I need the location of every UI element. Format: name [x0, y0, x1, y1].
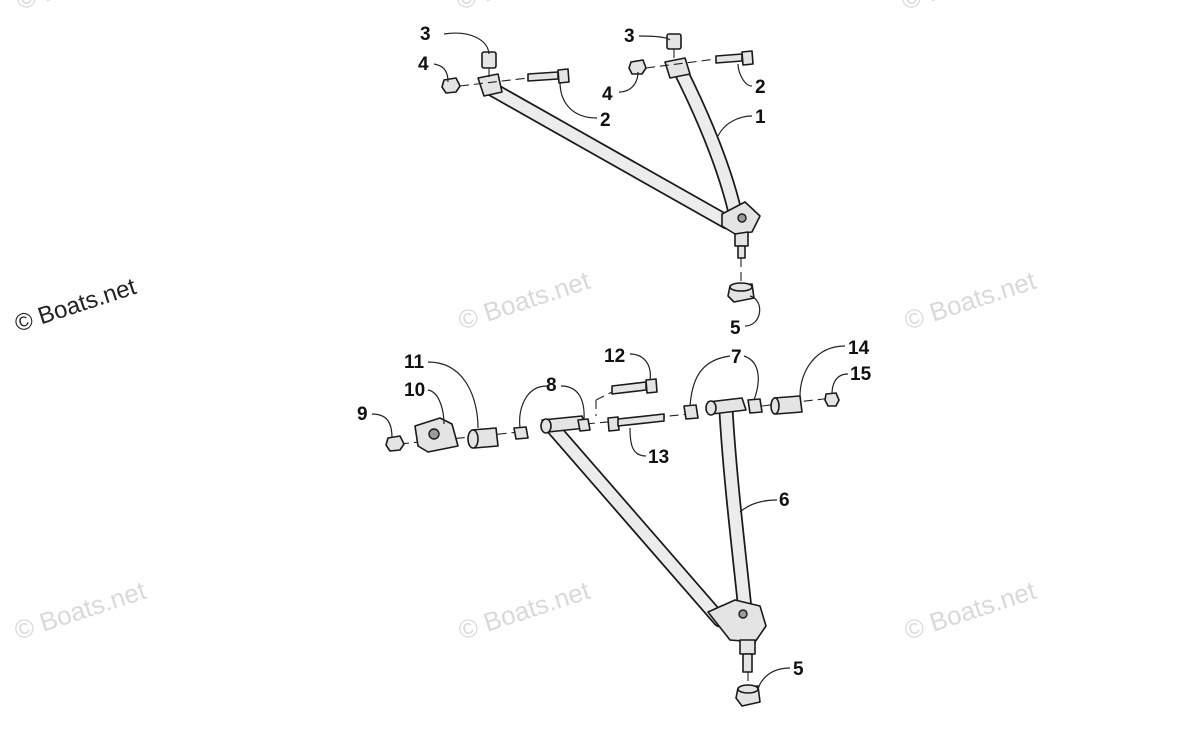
callout-3: 3: [420, 24, 431, 45]
upper-a-arm: [477, 57, 761, 259]
watermark: © Boats.net: [901, 575, 1041, 646]
callout-4: 4: [418, 54, 429, 75]
callout-5: 5: [730, 318, 741, 339]
nut-part-15: [824, 392, 840, 407]
callout-6: 6: [779, 490, 790, 511]
callouts: 3 4 2 3 4 2 1 5 11 10 9 8 12 13 7 14 15 …: [357, 24, 872, 680]
bolt-part-13: [607, 416, 620, 432]
callout-9: 9: [357, 404, 368, 425]
upper-pivot-right: [664, 57, 691, 79]
watermark: © Boats.net: [453, 0, 593, 16]
watermark: © Boats.net: [11, 575, 151, 646]
spacer-part-7: [683, 404, 699, 420]
spacer-part-7: [747, 398, 763, 414]
callout-13: 13: [648, 447, 669, 468]
watermark: © Boats.net: [898, 0, 1038, 16]
callout-7: 7: [731, 347, 742, 368]
callout-14: 14: [848, 338, 870, 359]
lower-a-arm: [540, 397, 767, 673]
leader-lines: [371, 32, 849, 691]
nut-part-9: [385, 435, 405, 452]
watermark: © Boats.net: [901, 265, 1041, 336]
bolt-part-2: [715, 53, 743, 64]
bushing-part-3: [481, 51, 497, 69]
callout-12: 12: [604, 346, 625, 367]
callout-11: 11: [404, 352, 425, 373]
callout-3: 3: [624, 26, 635, 47]
watermarks: © Boats.net © Boats.net © Boats.net © Bo…: [11, 0, 1041, 646]
upper-hardware: [441, 33, 755, 303]
spacer-part-8: [577, 418, 591, 432]
callout-1: 1: [755, 107, 766, 128]
callout-5: 5: [793, 659, 804, 680]
callout-15: 15: [850, 364, 872, 385]
watermark: © Boats.net: [455, 265, 595, 336]
spacer-part-8: [513, 426, 529, 440]
bolt-part-2: [527, 71, 559, 82]
upper-ball-joint-stud: [734, 231, 749, 247]
callout-2: 2: [600, 110, 611, 131]
callout-8: 8: [546, 375, 557, 396]
watermark: © Boats.net: [455, 575, 595, 646]
callout-2: 2: [755, 77, 766, 98]
lower-ball-joint-head: [707, 599, 767, 643]
lower-hardware: [385, 378, 840, 707]
upper-pivot-left: [477, 73, 503, 97]
nut-part-4: [628, 59, 647, 75]
lower-ball-joint-stud: [739, 639, 756, 655]
watermark-main: © Boats.net: [12, 273, 140, 338]
callout-10: 10: [404, 380, 425, 401]
nut-part-4: [441, 77, 461, 94]
bushing-part-3: [666, 33, 682, 50]
bolt-part-12: [611, 381, 647, 395]
callout-4: 4: [602, 84, 613, 105]
watermark: © Boats.net: [13, 0, 153, 16]
